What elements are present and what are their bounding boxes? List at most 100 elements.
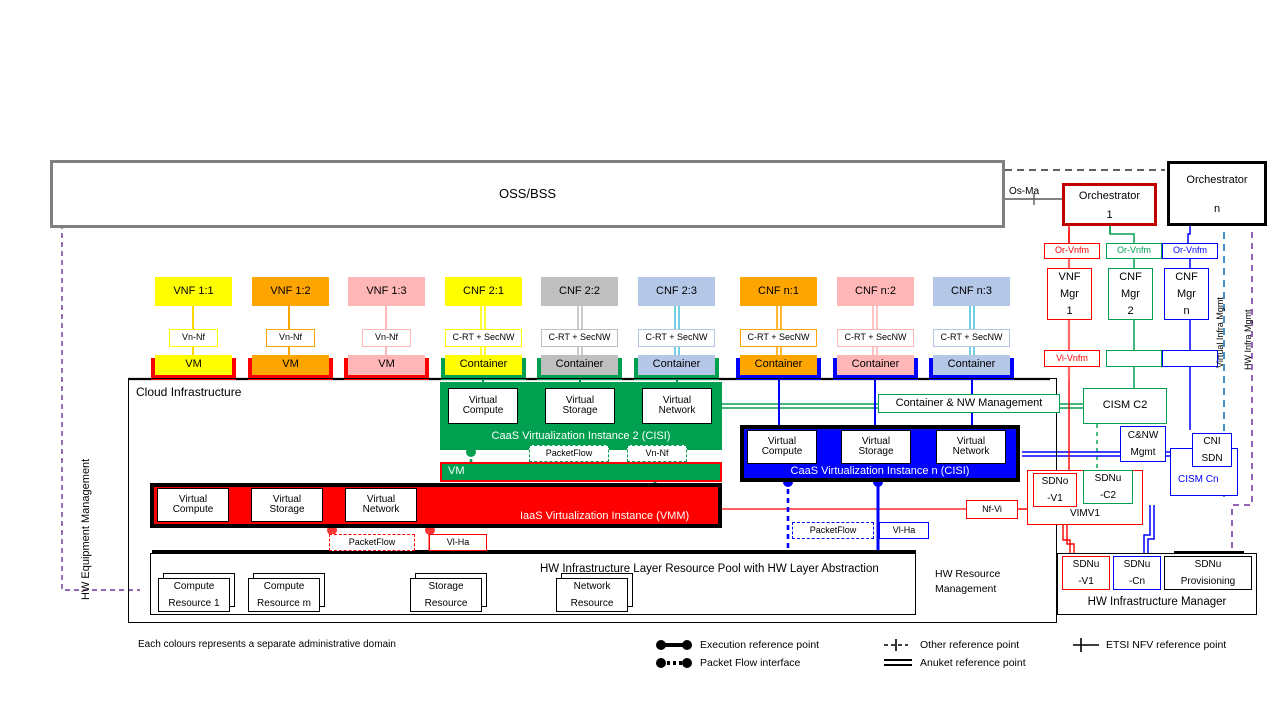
him-sdnu-v1-box[interactable]: SDNu -V1 (1062, 556, 1110, 590)
base-box-container-4[interactable]: Container (541, 355, 618, 375)
caasn-vi-ha-label: Vl-Ha (879, 522, 929, 539)
function-box-cnf-n-2[interactable]: CNF n:2 (837, 277, 914, 306)
caasn-virtual-network[interactable]: Virtual Network (936, 430, 1006, 464)
cnf-mgr-n-l2: Mgr (1177, 287, 1196, 300)
nf-vi-label: Nf-Vi (966, 500, 1018, 519)
orchestrator-1-box[interactable]: Orchestrator 1 (1062, 183, 1157, 226)
function-box-cnf-2-2[interactable]: CNF 2:2 (541, 277, 618, 306)
him-sdnu-cn-box[interactable]: SDNu -Cn (1113, 556, 1161, 590)
base-box-container-7[interactable]: Container (837, 355, 914, 375)
legend-item-packetflow-label: Packet Flow interface (700, 657, 801, 669)
vnf-mgr-1-l2: Mgr (1060, 287, 1079, 300)
cnw-mgmt-l2: Mgmt (1130, 447, 1156, 459)
base-box-vm-0[interactable]: VM (155, 355, 232, 375)
hw-resource-line1: Compute (173, 581, 215, 593)
cnf-mgr-2-l3: 2 (1127, 304, 1134, 317)
hw-resource-management-l1: HW Resource (935, 568, 1001, 580)
iaas-vc-l1: Virtual (178, 493, 208, 505)
base-box-container-6[interactable]: Container (740, 355, 817, 375)
hw-equipment-management-label: HW Equipment Management (80, 458, 92, 600)
vnf-mgr-1-box[interactable]: VNF Mgr 1 (1047, 268, 1092, 320)
hw-resource-line1: Network (573, 581, 611, 593)
legend-item-etsi-label: ETSI NFV reference point (1106, 639, 1227, 651)
function-box-cnf-n-3[interactable]: CNF n:3 (933, 277, 1010, 306)
caasn-vc-l2: Compute (761, 446, 803, 457)
function-box-vnf-1-2[interactable]: VNF 1:2 (252, 277, 329, 306)
virtual-infra-mgmt-label: Virtual Infra Mgmt (1215, 297, 1225, 368)
iaas-virtual-storage[interactable]: Virtual Storage (251, 488, 323, 522)
base-box-vm-2[interactable]: VM (348, 355, 425, 375)
function-box-cnf-2-3[interactable]: CNF 2:3 (638, 277, 715, 306)
sdno-v1-l2: -V1 (1047, 492, 1063, 504)
interface-label-cnf-2-2: C-RT + SecNW (541, 329, 618, 347)
vnf-mgr-1-l3: 1 (1066, 304, 1073, 317)
caasn-vc-l1: Virtual (767, 435, 797, 447)
base-box-container-3[interactable]: Container (445, 355, 522, 375)
orchestrator-n-box[interactable]: Orchestrator n (1167, 161, 1267, 226)
cnw-mgmt-box[interactable]: C&NW Mgmt (1120, 426, 1166, 462)
iaas-vs-l1: Virtual (272, 493, 302, 505)
function-box-cnf-2-1[interactable]: CNF 2:1 (445, 277, 522, 306)
caas2-virtual-compute[interactable]: Virtual Compute (448, 388, 518, 424)
caasn-virtual-compute[interactable]: Virtual Compute (747, 430, 817, 464)
container-nw-management-box[interactable]: Container & NW Management (878, 394, 1060, 413)
caasn-vn-l2: Network (952, 446, 990, 457)
function-box-vnf-1-1[interactable]: VNF 1:1 (155, 277, 232, 306)
iaas-virtual-network[interactable]: Virtual Network (345, 488, 417, 522)
hw-resource-management-l2: Management (935, 583, 997, 595)
hw-resource-line1: Compute (263, 581, 305, 593)
him-sdnu-v1-l2: -V1 (1078, 575, 1094, 587)
cni-sdn-box[interactable]: CNI SDN (1192, 433, 1232, 467)
caasn-virtual-storage[interactable]: Virtual Storage (841, 430, 911, 464)
or-vnfm-red: Or-Vnfm (1044, 243, 1100, 259)
him-sdnu-prov-l2: Provisioning (1180, 575, 1236, 587)
sdno-v1-l1: SDNo (1041, 476, 1069, 488)
interface-label-cnf-2-1: C-RT + SecNW (445, 329, 522, 347)
hw-resource-line2: Resource m (257, 597, 311, 609)
sdno-v1-box[interactable]: SDNo -V1 (1033, 473, 1077, 507)
or-vnfm-blue: Or-Vnfm (1162, 243, 1218, 259)
iaas-instance[interactable] (150, 483, 722, 528)
sdnu-c2-l1: SDNu (1094, 473, 1122, 485)
hw-resource-line2: Resource (424, 597, 468, 609)
hw-resource-pool-title: HW Infrastructure Layer Resource Pool wi… (540, 563, 879, 575)
him-sdnu-provisioning-box[interactable]: SDNu Provisioning (1164, 556, 1252, 590)
iaas-virtual-compute[interactable]: Virtual Compute (157, 488, 229, 522)
interface-label-vnf-1-2: Vn-Nf (266, 329, 315, 347)
os-ma-label: Os-Ma (1009, 186, 1039, 197)
sdnu-c2-box[interactable]: SDNu -C2 (1083, 470, 1133, 504)
cism-c2-box[interactable]: CISM C2 (1083, 388, 1167, 424)
cnf-mgr-n-box[interactable]: CNF Mgr n (1164, 268, 1209, 320)
caas2-vm-strip[interactable] (440, 462, 722, 482)
ossbss-label: OSS/BSS (498, 186, 557, 202)
interface-label-vnf-1-3: Vn-Nf (362, 329, 411, 347)
base-box-container-8[interactable]: Container (933, 355, 1010, 375)
function-box-vnf-1-3[interactable]: VNF 1:3 (348, 277, 425, 306)
caasn-title: CaaS Virtualization Instance n (CISI) (790, 465, 970, 478)
cnf-mgr-2-box[interactable]: CNF Mgr 2 (1108, 268, 1153, 320)
orchestrator-1-label-line2: 1 (1106, 209, 1113, 222)
cnf-mgr-2-l2: Mgr (1121, 287, 1140, 300)
caas2-virtual-network[interactable]: Virtual Network (642, 388, 712, 424)
caas2-vn-nf-label: Vn-Nf (627, 445, 687, 462)
legend-note: Each colours represents a separate admin… (138, 639, 396, 650)
cism-cn-label: CISM Cn (1178, 474, 1219, 485)
cnw-mgmt-l1: C&NW (1127, 429, 1159, 441)
base-box-container-5[interactable]: Container (638, 355, 715, 375)
function-box-cnf-n-1[interactable]: CNF n:1 (740, 277, 817, 306)
vi-vnfm-green-box (1106, 350, 1162, 367)
caas2-virtual-storage[interactable]: Virtual Storage (545, 388, 615, 424)
base-box-vm-1[interactable]: VM (252, 355, 329, 375)
iaas-vn-l2: Network (362, 504, 400, 515)
or-vnfm-green: Or-Vnfm (1106, 243, 1162, 259)
legend-item-execution-label: Execution reference point (700, 639, 820, 651)
him-sdnu-cn-l1: SDNu (1123, 559, 1151, 571)
caas2-vn-l1: Virtual (662, 394, 692, 406)
caasn-vs-l1: Virtual (861, 435, 891, 447)
vi-vnfm-red: Vi-Vnfm (1044, 350, 1100, 367)
ossbss-box[interactable]: OSS/BSS (50, 160, 1005, 228)
